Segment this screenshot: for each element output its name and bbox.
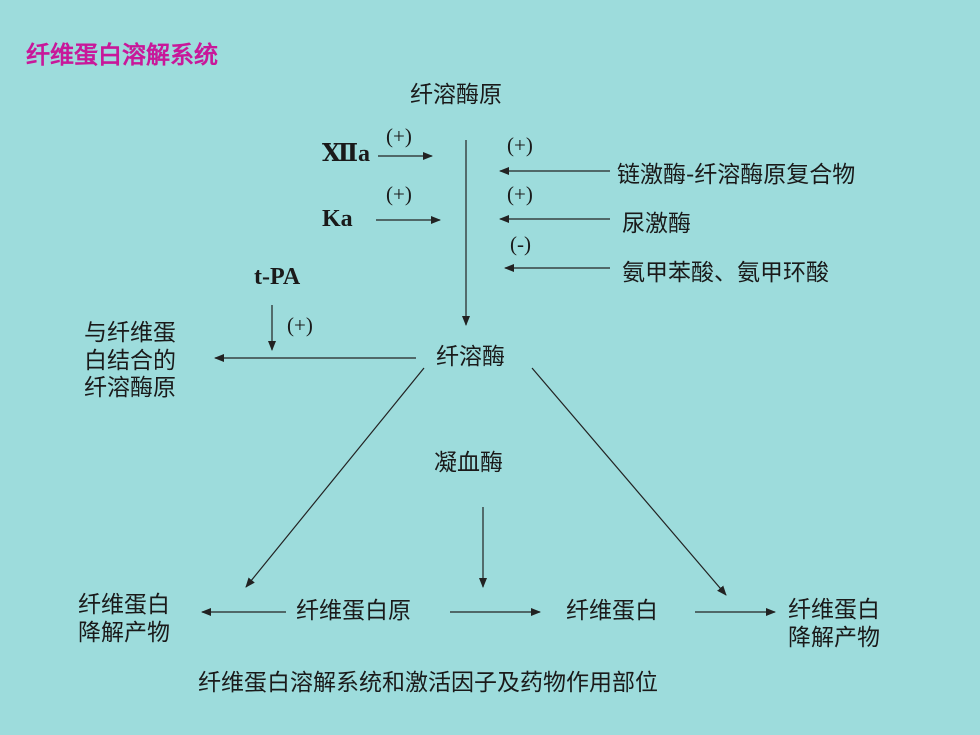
node-fdp-right: 纤维蛋白 降解产物 — [788, 597, 880, 652]
node-tpa: t-PA — [254, 264, 301, 290]
node-f12a: Ⅻa — [322, 141, 371, 167]
node-fibrin-bound-plasminogen: 与纤维蛋 白结合的 纤溶酶原 — [84, 320, 176, 403]
arrow-plasmin-to-fdp-right — [531, 367, 727, 596]
page-title: 纤维蛋白溶解系统 — [26, 41, 218, 69]
node-fibrin-bound-line3: 纤溶酶原 — [84, 375, 176, 402]
node-fdp-left-line1: 纤维蛋白 — [78, 592, 170, 618]
node-fdp-right-line2: 降解产物 — [788, 624, 880, 651]
figure-caption: 纤维蛋白溶解系统和激活因子及药物作用部位 — [198, 670, 658, 696]
sign-sk-complex: (+) — [507, 133, 533, 157]
node-fibrin-bound-line2: 白结合的 — [84, 347, 176, 374]
node-fdp-right-line1: 纤维蛋白 — [788, 597, 880, 623]
node-inhibitors: 氨甲苯酸、氨甲环酸 — [622, 260, 829, 286]
node-fdp-left: 纤维蛋白 降解产物 — [78, 592, 170, 647]
node-plasminogen: 纤溶酶原 — [410, 82, 502, 108]
node-sk-complex: 链激酶-纤溶酶原复合物 — [617, 162, 856, 188]
sign-tpa: (+) — [287, 313, 313, 337]
sign-ka: (+) — [386, 182, 412, 206]
arrow-plasmin-to-fdp-left — [245, 367, 425, 588]
node-fibrin-bound-line1: 与纤维蛋 — [84, 320, 176, 346]
sign-f12a: (+) — [386, 124, 412, 148]
node-fibrin: 纤维蛋白 — [566, 598, 658, 624]
node-thrombin: 凝血酶 — [434, 450, 503, 476]
node-urokinase: 尿激酶 — [622, 211, 691, 237]
sign-inhibitors: (-) — [510, 232, 531, 256]
node-plasmin: 纤溶酶 — [436, 344, 505, 370]
node-fdp-left-line2: 降解产物 — [78, 619, 170, 646]
node-fibrinogen: 纤维蛋白原 — [296, 598, 411, 624]
node-ka: Ka — [322, 206, 353, 232]
sign-urokinase: (+) — [507, 182, 533, 206]
